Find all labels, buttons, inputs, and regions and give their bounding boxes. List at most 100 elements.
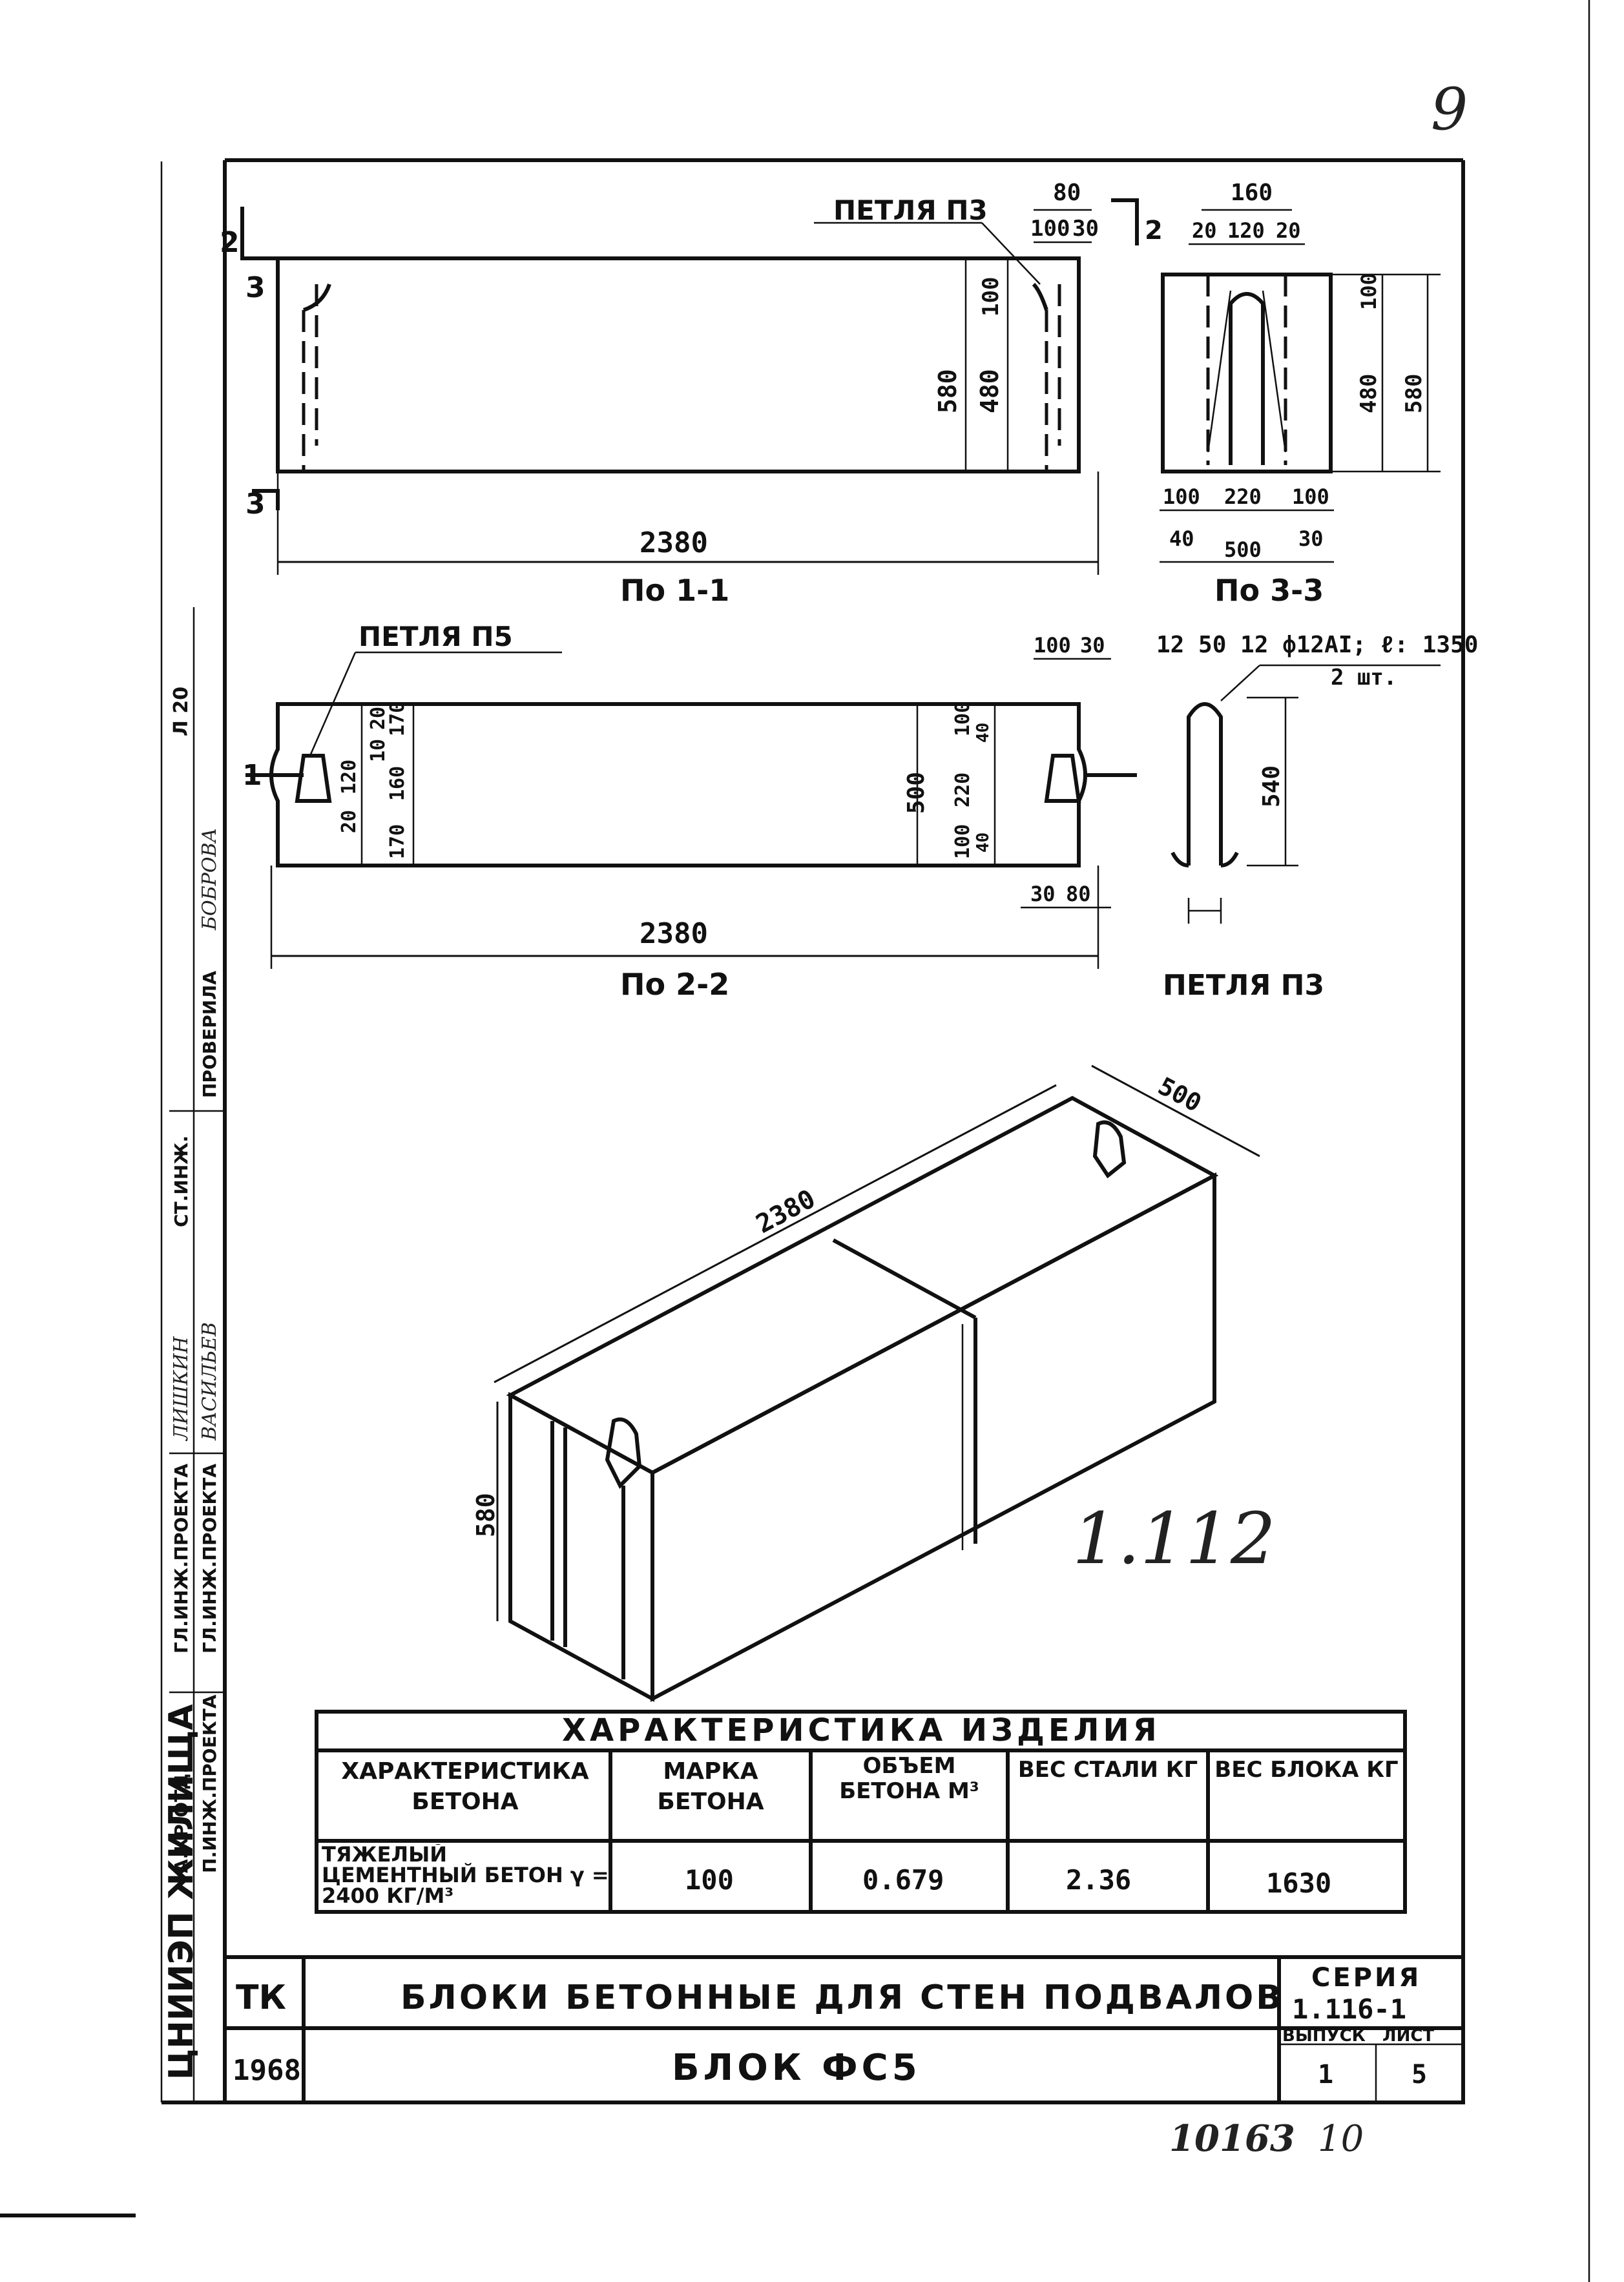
v2-dim-left-3: 20	[367, 707, 390, 730]
side-strip-role-2: ГЛ.ИНЖ.ПРОЕКТА	[199, 1464, 220, 1654]
loop-caption: ПЕТЛЯ П3	[1163, 969, 1324, 1002]
spec-header-4: ВЕС СТАЛИ КГ	[1017, 1757, 1198, 1783]
side-strip: ЦНИИЭП ЖИЛИЩА ГЛ.ИНЖ.ПРОЕКТА ЛИШКИН ГЛ.И…	[162, 687, 224, 2080]
spec-header-2: МАРКА БЕТОНА	[657, 1758, 764, 1815]
v3-dim-bot-r2-1: 40	[1169, 526, 1194, 551]
tb-sheet-label: ЛИСТ	[1382, 2026, 1434, 2046]
v2-dim-right-3: 220	[952, 773, 974, 807]
v3-dim-top-total: 160	[1231, 180, 1273, 206]
tb-subtitle: БЛОК ФС5	[672, 2047, 921, 2089]
v1-section-3-top: 3	[245, 271, 265, 304]
v1-dim-right-b: 480	[975, 369, 1004, 413]
v2-section-mark: 1	[242, 759, 262, 792]
iso-watermark: 1.112	[1072, 1497, 1276, 1580]
v3-dim-bot-r2-2: 500	[1224, 537, 1262, 562]
v1-section-3-bot: 3	[245, 488, 265, 521]
v3-dim-right-a: 100	[1357, 273, 1381, 310]
tb-sheet-value: 5	[1411, 2060, 1427, 2090]
v2-dim-right-4: 500	[903, 772, 930, 814]
v3-dim-bot-r1-1: 100	[1163, 484, 1200, 509]
spec-header-1: ХАРАКТЕРИСТИКА БЕТОНА	[341, 1758, 589, 1815]
sheet-number: 9	[1431, 76, 1468, 143]
v1-dim-right-a: 100	[978, 277, 1004, 316]
spec-cell-volume: 0.679	[862, 1864, 944, 1896]
side-strip-extra-2: П.ИНЖ.ПРОЕКТА	[199, 1694, 220, 1873]
v3-dim-top-p2: 120	[1227, 218, 1265, 243]
v1-section-2: 2	[220, 226, 240, 259]
side-strip-sheet-ref: Л 20	[170, 687, 193, 736]
iso-view: 2380 500 580 1.112	[472, 1064, 1276, 1703]
v2-dim-right-6: 40	[973, 833, 993, 853]
v3-dim-bot-r2-3: 30	[1298, 526, 1324, 551]
loop-height: 540	[1258, 765, 1285, 807]
loop-detail: 12 50 12 ф12АI; ℓ: 1350 2 шт. 540 ПЕТЛЯ …	[1156, 632, 1478, 1002]
v2-caption: По 2-2	[620, 967, 729, 1002]
side-strip-name-2: ВАСИЛЬЕВ	[198, 1322, 221, 1441]
tb-series-label: СЕРИЯ	[1311, 1963, 1421, 1993]
v2-length: 2380	[640, 917, 708, 950]
v2-loop-label: ПЕТЛЯ П5	[359, 621, 513, 652]
tb-title: БЛОКИ БЕТОННЫЕ ДЛЯ СТЕН ПОДВАЛОВ	[401, 1978, 1284, 2017]
v3-dim-top-p3: 20	[1276, 218, 1301, 243]
v2-dim-left-1: 20	[338, 810, 360, 833]
v1-dim-right-c: 580	[933, 369, 962, 413]
side-strip-org: ЦНИИЭП ЖИЛИЩА	[162, 1704, 201, 2080]
v2-dim-left-5: 170	[386, 701, 409, 736]
tb-org: ТК	[236, 1978, 286, 2017]
v2-dim-left-7: 10	[367, 739, 390, 762]
side-strip-extra-1: А.КР.ОТД.	[171, 1767, 192, 1873]
spec-cell-steel: 2.36	[1066, 1864, 1131, 1896]
side-strip-role-1: ГЛ.ИНЖ.ПРОЕКТА	[171, 1464, 192, 1654]
v3-dim-right-c: 580	[1401, 374, 1427, 413]
view-2-2: 1 ПЕТЛЯ П5 20 120 20 160 170 170 10 100 …	[242, 621, 1137, 1002]
v1-dim-top-part-1: 100	[1030, 216, 1070, 242]
v2-dim-bot-right-2: 80	[1066, 882, 1091, 906]
v2-dim-right-5: 100	[952, 824, 974, 859]
iso-height: 580	[472, 1493, 500, 1537]
v1-loop-label: ПЕТЛЯ П3	[833, 194, 988, 226]
spec-header-3: ОБЪЕМ БЕТОНА М³	[839, 1754, 979, 1805]
v3-caption: По 3-3	[1214, 573, 1324, 608]
v3-dim-right-b: 480	[1356, 374, 1382, 413]
v1-length: 2380	[640, 526, 708, 559]
tb-issue-value: 1	[1318, 2060, 1333, 2090]
v3-dim-bot-r1-3: 100	[1292, 484, 1329, 509]
side-strip-role-3: ПРОВЕРИЛА	[199, 971, 220, 1098]
v1-dim-top-part-2: 30	[1072, 216, 1099, 242]
view-3-3: 160 20 120 20 100 480 580 100 220 100 40…	[1160, 180, 1441, 608]
tb-issue-label: ВЫПУСК	[1282, 2026, 1366, 2046]
side-strip-extra-3: СТ.ИНЖ.	[171, 1136, 192, 1227]
v1-caption: По 1-1	[620, 573, 729, 608]
loop-qty: 2 шт.	[1331, 665, 1397, 690]
v3-dim-top-p1: 20	[1192, 218, 1217, 243]
title-block: ТК 1968 БЛОКИ БЕТОННЫЕ ДЛЯ СТЕН ПОДВАЛОВ…	[223, 1955, 1465, 2104]
tb-year: 1968	[233, 2054, 301, 2087]
footer-number: 10163	[1169, 2117, 1295, 2160]
v2-dim-left-6: 170	[386, 824, 409, 859]
tb-series-value: 1.116-1	[1292, 1993, 1406, 2025]
v2-dim-top-right-2: 30	[1080, 633, 1105, 658]
v2-dim-left-2: 120	[338, 760, 360, 794]
spec-table: ХАРАКТЕРИСТИКА ИЗДЕЛИЯ ХАРАКТЕРИСТИКА БЕ…	[315, 1710, 1407, 1914]
view-1-1: 2 3 3 2 ПЕТЛЯ П3 80 100 30 100 480 580 2…	[220, 180, 1163, 608]
footer-page: 10	[1318, 2118, 1364, 2160]
spec-title: ХАРАКТЕРИСТИКА ИЗДЕЛИЯ	[562, 1712, 1161, 1748]
v2-dim-top-right-1: 100	[1034, 633, 1071, 658]
iso-width: 500	[1154, 1072, 1206, 1117]
spec-cell-concrete: ТЯЖЕЛЫЙ ЦЕМЕНТНЫЙ БЕТОН γ = 2400 КГ/М³	[322, 1844, 609, 1908]
v2-dim-right-1: 100	[952, 701, 974, 736]
spec-cell-grade: 100	[685, 1864, 734, 1896]
loop-spec: 12 50 12 ф12АI; ℓ: 1350	[1156, 632, 1478, 658]
v3-dim-bot-r1-2: 220	[1224, 484, 1262, 509]
spec-cell-weight: 1630	[1266, 1867, 1331, 1899]
iso-length: 2380	[751, 1184, 820, 1240]
v1-dim-top-total: 80	[1053, 180, 1081, 206]
v2-dim-left-4: 160	[386, 766, 409, 801]
v1-section-2-right: 2	[1145, 216, 1163, 245]
v2-dim-right-2: 40	[973, 723, 993, 743]
side-strip-name-1: ЛИШКИН	[170, 1336, 193, 1442]
v2-dim-bot-right-1: 30	[1030, 882, 1056, 906]
spec-header-5: ВЕС БЛОКА КГ	[1214, 1757, 1399, 1783]
side-strip-name-3: БОБРОВА	[198, 828, 221, 931]
